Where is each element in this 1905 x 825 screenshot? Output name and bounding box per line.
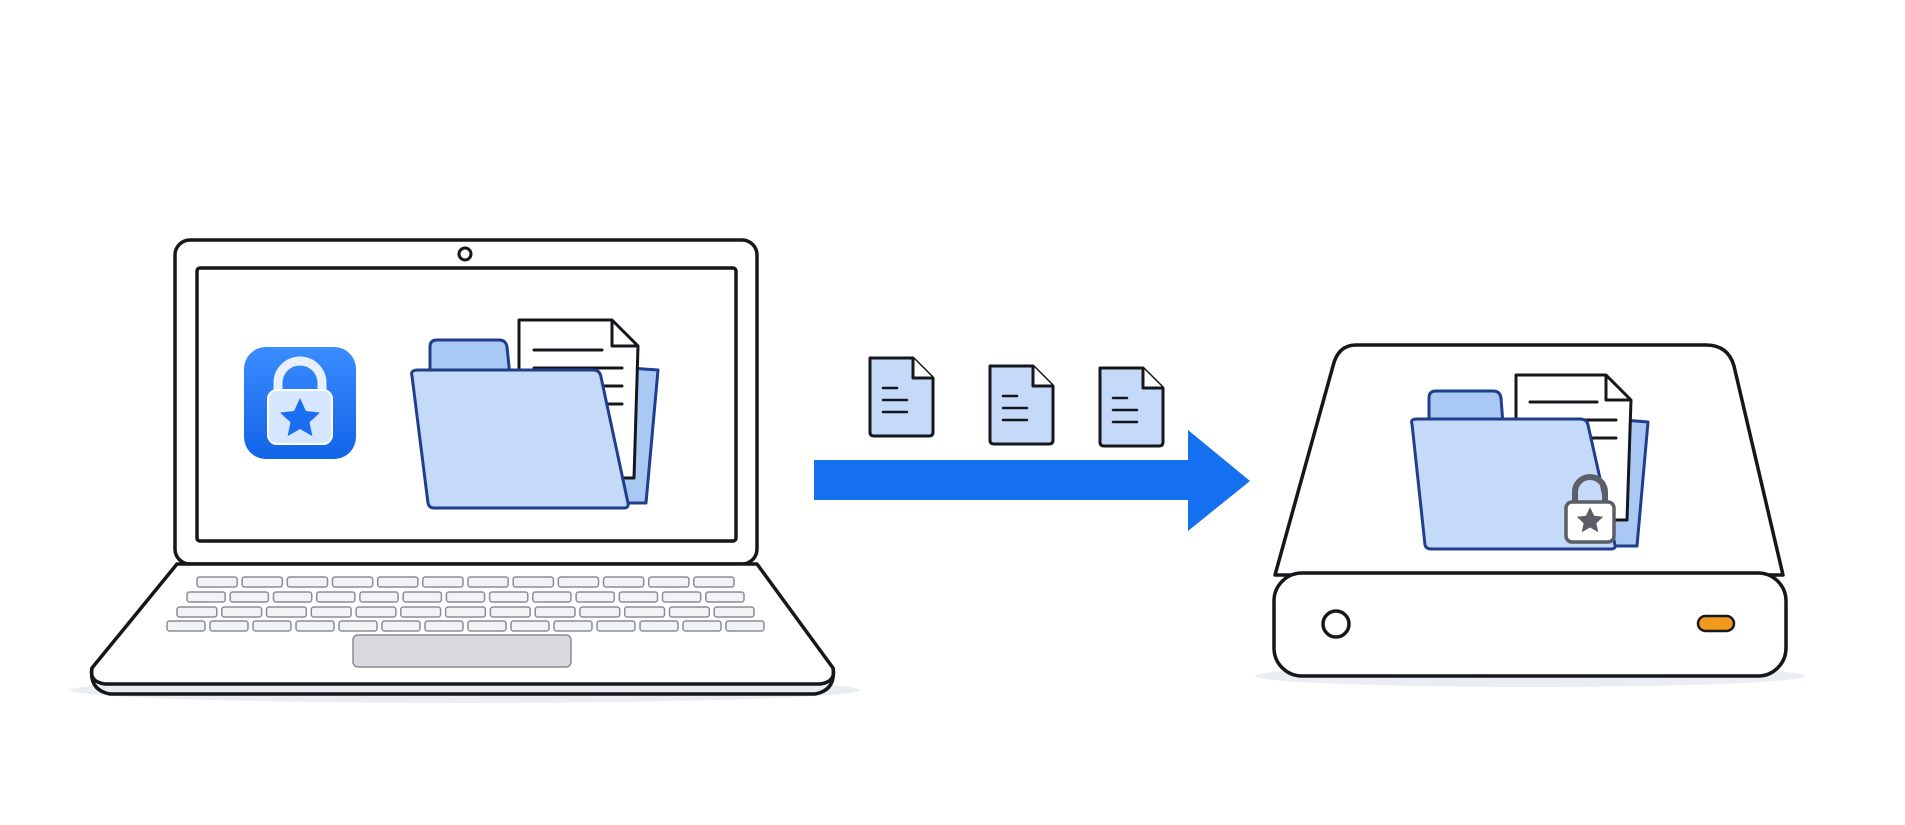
keyboard: [166, 576, 765, 632]
keyboard-key: [355, 606, 397, 618]
keyboard-key: [424, 620, 464, 632]
keyboard-key: [252, 620, 292, 632]
keyboard-key: [618, 591, 659, 603]
keyboard-key: [725, 620, 765, 632]
keyboard-key: [359, 591, 399, 603]
keyboard-key: [402, 591, 443, 603]
touchpad: [352, 634, 572, 668]
keyboard-key: [532, 591, 572, 603]
keyboard-key: [315, 591, 356, 603]
keyboard-key: [579, 606, 621, 618]
keyboard-key: [553, 620, 593, 632]
drive-front: [1272, 571, 1788, 678]
laptop-front-edge: [89, 667, 836, 696]
keyboard-key: [272, 591, 313, 603]
keyboard-key: [623, 606, 666, 618]
document-icon: [1098, 366, 1165, 448]
keyboard-key: [286, 576, 329, 588]
document-icon: [868, 356, 935, 438]
keyboard-key: [295, 620, 335, 632]
keyboard-key: [221, 606, 263, 618]
arrow-right-icon: [814, 430, 1250, 531]
keyboard-key: [241, 576, 284, 588]
laptop: [70, 238, 860, 703]
keyboard-key: [668, 606, 711, 618]
drive-power-button: [1321, 609, 1351, 639]
keyboard-key: [422, 576, 464, 588]
folder-with-documents-icon: [410, 318, 660, 510]
keyboard-key: [381, 620, 421, 632]
keyboard-key: [310, 606, 352, 618]
keyboard-key: [467, 620, 507, 632]
keyboard-key: [647, 576, 690, 588]
keyboard-key: [445, 591, 486, 603]
keyboard-key: [176, 606, 218, 618]
keyboard-key: [602, 576, 645, 588]
keyboard-key: [331, 576, 374, 588]
keyboard-key: [661, 591, 702, 603]
external-drive: [1255, 343, 1805, 687]
keyboard-key: [338, 620, 378, 632]
keyboard-key: [713, 606, 755, 618]
keyboard-key: [265, 606, 308, 618]
keyboard-key: [510, 620, 550, 632]
file-transfer: [814, 356, 1250, 531]
keyboard-key: [693, 576, 735, 588]
keyboard-key: [467, 576, 509, 588]
keyboard-key: [209, 620, 249, 632]
keyboard-key: [557, 576, 600, 588]
keyboard-key: [400, 606, 442, 618]
locked-folder-icon: [1410, 373, 1650, 551]
keyboard-key: [534, 606, 576, 618]
keyboard-key: [596, 620, 636, 632]
keyboard-key: [186, 591, 226, 603]
keyboard-key: [575, 591, 616, 603]
keyboard-key: [444, 606, 487, 618]
keyboard-key: [705, 591, 745, 603]
keyboard-key: [639, 620, 679, 632]
keyboard-key: [682, 620, 722, 632]
keyboard-key: [488, 591, 529, 603]
lock-star-app-icon: [244, 347, 356, 459]
document-icon: [988, 364, 1055, 446]
keyboard-key: [166, 620, 206, 632]
keyboard-key: [512, 576, 555, 588]
keyboard-key: [196, 576, 238, 588]
webcam-icon: [457, 246, 473, 262]
padlock-star-icon: [1564, 474, 1616, 544]
keyboard-key: [489, 606, 531, 618]
keyboard-key: [229, 591, 270, 603]
keyboard-key: [376, 576, 419, 588]
drive-activity-light: [1696, 614, 1736, 633]
